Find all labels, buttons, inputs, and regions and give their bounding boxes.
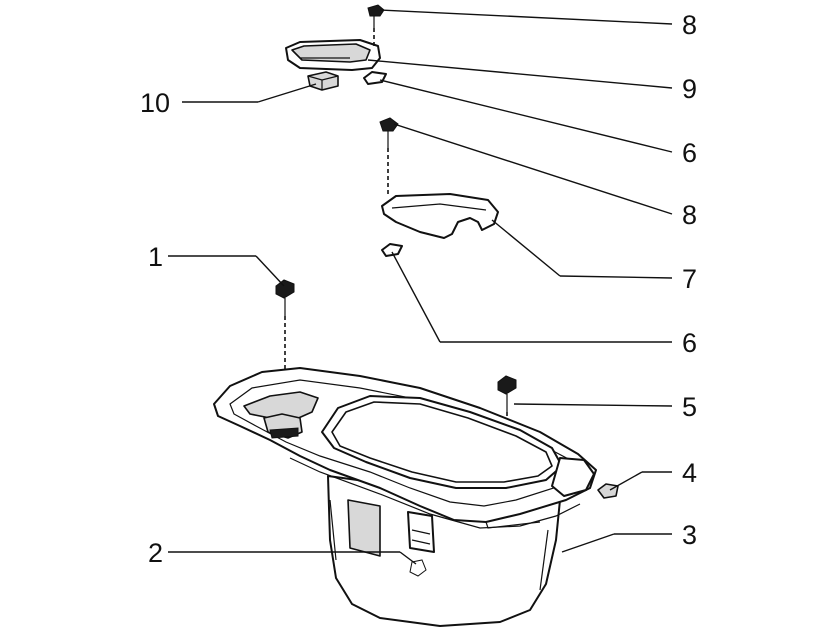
part-1-screw [275,279,295,380]
part-8-screw-top [367,4,385,46]
part-10-pad [307,71,339,91]
leader-4 [609,471,643,491]
callout-4: 4 [682,458,697,488]
callout-labels: 8 9 6 10 8 7 1 6 5 4 3 2 [140,10,697,568]
part-4-clip [597,483,619,499]
part-9-small-cover [285,39,381,71]
callout-10: 10 [140,88,170,118]
callout-2: 2 [148,538,163,568]
part-6-clip-middle [381,243,403,257]
callout-1: 1 [148,242,163,272]
part-3-helmet-compartment [213,367,597,627]
leader-5 [513,403,673,407]
leader-7 [491,219,561,277]
leader-2b [399,551,417,565]
leader-6b [391,251,441,343]
part-7-cover [381,193,499,239]
leader-8a [379,9,673,25]
callout-5: 5 [682,392,697,422]
callout-9: 9 [682,74,697,104]
callout-6-top: 6 [682,138,697,168]
leader-9 [367,59,673,89]
leader-3 [561,533,615,553]
leader-8b [393,123,673,215]
callout-8-middle: 8 [682,200,697,230]
leader-10b [257,83,317,103]
callout-3: 3 [682,520,697,550]
leader-7b [559,275,673,279]
part-6-clip-top [363,71,387,85]
callout-8-top: 8 [682,10,697,40]
callout-7: 7 [682,264,697,294]
leader-6a [379,79,673,153]
leader-lines [168,9,673,565]
callout-6-middle: 6 [682,328,697,358]
part-8-screw-middle [379,117,399,196]
leader-1b [255,255,285,287]
